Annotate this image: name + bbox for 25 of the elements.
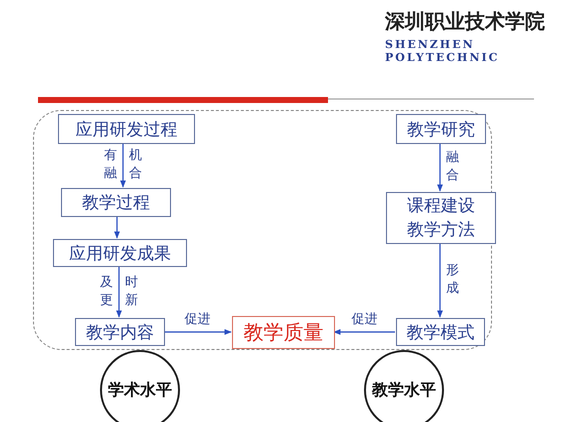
arrow [437, 243, 443, 318]
process-box: 应用研发成果 [53, 239, 187, 267]
circle: 学术水平 [100, 350, 180, 422]
edge-label: 融合 [446, 149, 460, 185]
process-box: 教学内容 [75, 318, 165, 346]
arrow [437, 143, 443, 192]
arrow [164, 329, 232, 335]
school-name: 深圳职业技术学院 [385, 8, 545, 35]
arrow [333, 329, 395, 335]
process-box: 教学过程 [61, 188, 171, 217]
highlight-box: 教学质量 [232, 316, 335, 349]
edge-label: 形成 [446, 262, 460, 298]
edge-label: 有机融合 [104, 147, 155, 183]
process-box: 应用研发过程 [58, 114, 195, 144]
school-name-latin: SHENZHEN POLYTECHNIC [385, 38, 500, 64]
process-box: 教学研究 [396, 114, 486, 144]
edge-label: 促进 [184, 311, 210, 328]
process-box: 课程建设教学方法 [386, 192, 496, 244]
arrow [114, 216, 120, 239]
arrow [120, 143, 126, 188]
edge-label: 及时更新 [100, 274, 151, 310]
circle: 教学水平 [364, 350, 444, 422]
arrow [116, 266, 122, 318]
process-box: 教学模式 [396, 318, 485, 346]
edge-label: 促进 [352, 311, 378, 328]
